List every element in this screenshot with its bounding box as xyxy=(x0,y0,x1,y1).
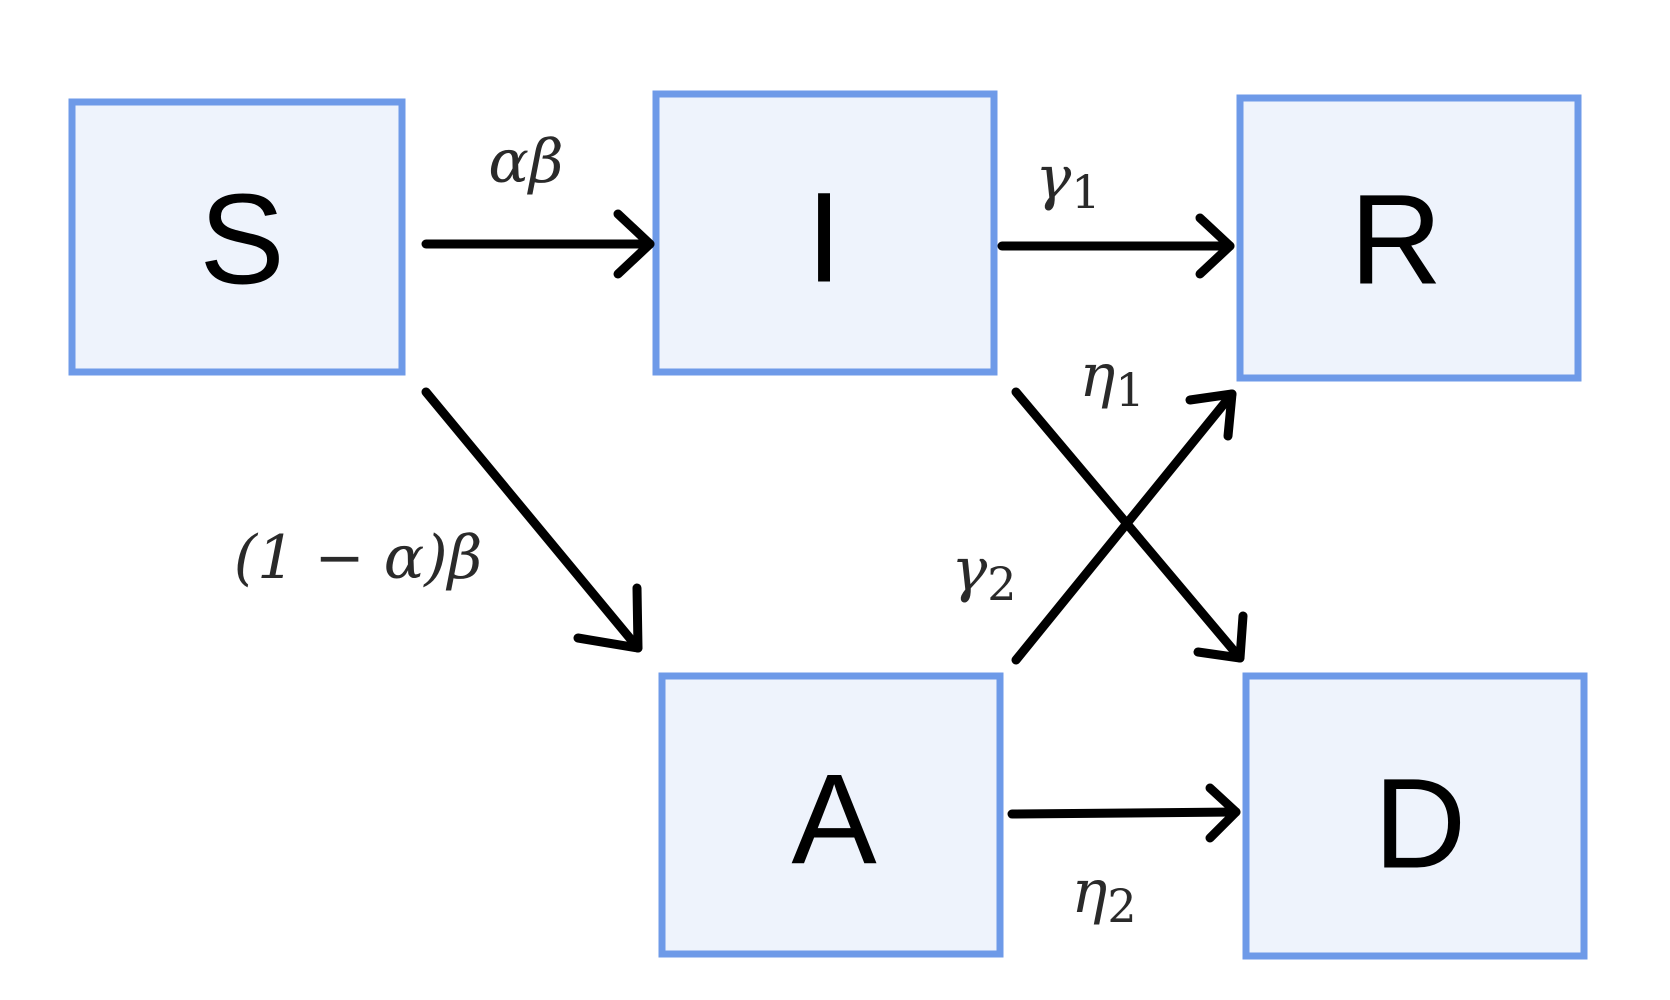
node-s: S xyxy=(68,98,406,376)
rate-s-to-a: (1 − α)β xyxy=(234,523,483,593)
node-d-box xyxy=(1242,672,1588,960)
node-a: A xyxy=(658,672,1004,958)
edge-a-to-r xyxy=(1011,389,1237,665)
rate-s-to-i: αβ xyxy=(488,127,563,197)
edge-a-to-d-line xyxy=(1007,807,1241,819)
edge-s-to-a-line xyxy=(421,387,643,653)
node-d: D xyxy=(1242,672,1588,960)
edge-a-to-r-line xyxy=(1011,389,1237,665)
node-r: R xyxy=(1236,94,1582,382)
rate-a-to-d: η2 xyxy=(1071,857,1136,933)
edge-a-to-d-arrowhead xyxy=(1205,783,1241,843)
node-a-label: A xyxy=(791,749,877,892)
node-s-label: S xyxy=(199,169,284,312)
edge-s-to-a xyxy=(421,387,643,653)
rate-i-to-d: η1 xyxy=(1079,341,1144,417)
node-d-label: D xyxy=(1374,753,1466,896)
node-i: I xyxy=(652,90,998,376)
edge-a-to-d xyxy=(1007,783,1241,843)
node-r-label: R xyxy=(1350,169,1442,312)
edge-i-to-r-arrowhead xyxy=(1195,213,1235,279)
node-i-label: I xyxy=(806,167,842,310)
node-a-box xyxy=(658,672,1004,958)
node-r-box xyxy=(1236,94,1582,382)
rate-a-to-r: γ2 xyxy=(951,535,1016,611)
edge-s-to-i-arrowhead xyxy=(613,209,655,279)
edge-i-to-r xyxy=(997,213,1235,279)
node-s-box xyxy=(68,98,406,376)
edge-i-to-d-arrowhead xyxy=(1193,611,1248,663)
node-i-box xyxy=(652,90,998,376)
rate-i-to-r: γ1 xyxy=(1035,143,1100,219)
edge-a-to-r-arrowhead xyxy=(1185,389,1237,441)
edge-s-to-i xyxy=(421,209,655,279)
edge-s-to-a-arrowhead xyxy=(573,583,643,653)
